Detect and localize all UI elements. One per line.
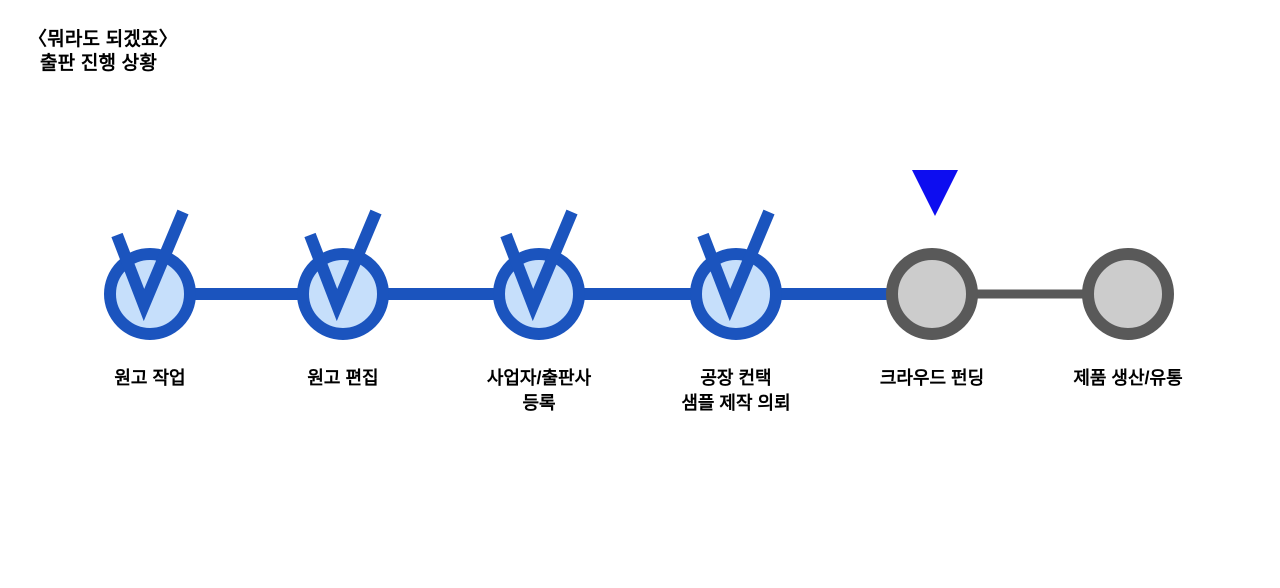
checkmark-icon <box>111 209 189 322</box>
page-title-subtitle: 출판 진행 상황 <box>40 53 158 75</box>
step-label-line: 제품 생산/유통 <box>1073 368 1183 388</box>
page-title: 〈뭐라도 되겠죠〉 출판 진행 상황 <box>28 28 178 77</box>
step-node-manuscript-writing[interactable] <box>104 209 196 340</box>
step-label-manuscript-writing: 원고 작업 <box>114 366 185 391</box>
step-label-line: 원고 편집 <box>307 368 379 388</box>
step-label-crowd-funding: 크라우드 펀딩 <box>880 366 984 391</box>
step-label-line: 사업자/출판사 <box>486 368 592 388</box>
step-node-business-publisher-registration[interactable] <box>493 209 585 340</box>
checkmark-icon <box>304 209 382 322</box>
step-node-factory-contact-sample[interactable] <box>690 209 782 340</box>
step-node-crowd-funding[interactable] <box>886 248 978 340</box>
triangle-down-icon <box>912 170 958 216</box>
step-node-manuscript-editing[interactable] <box>297 209 389 340</box>
step-label-production-distribution: 제품 생산/유통 <box>1073 366 1182 391</box>
step-circle-pending[interactable] <box>1082 248 1174 340</box>
checkmark-icon <box>697 209 775 322</box>
step-label-line: 공장 컨택 <box>700 368 772 388</box>
page-title-book-name: 〈뭐라도 되겠죠〉 <box>28 29 178 50</box>
step-circle-pending[interactable] <box>886 248 978 340</box>
step-label-line: 등록 <box>522 392 556 413</box>
step-label-line: 원고 작업 <box>114 368 186 388</box>
step-node-production-distribution[interactable] <box>1082 248 1174 340</box>
checkmark-icon <box>500 209 578 322</box>
step-label-manuscript-editing: 원고 편집 <box>307 366 378 391</box>
step-label-line: 크라우드 펀딩 <box>879 368 985 388</box>
step-label-line: 샘플 제작 의뢰 <box>681 392 791 413</box>
